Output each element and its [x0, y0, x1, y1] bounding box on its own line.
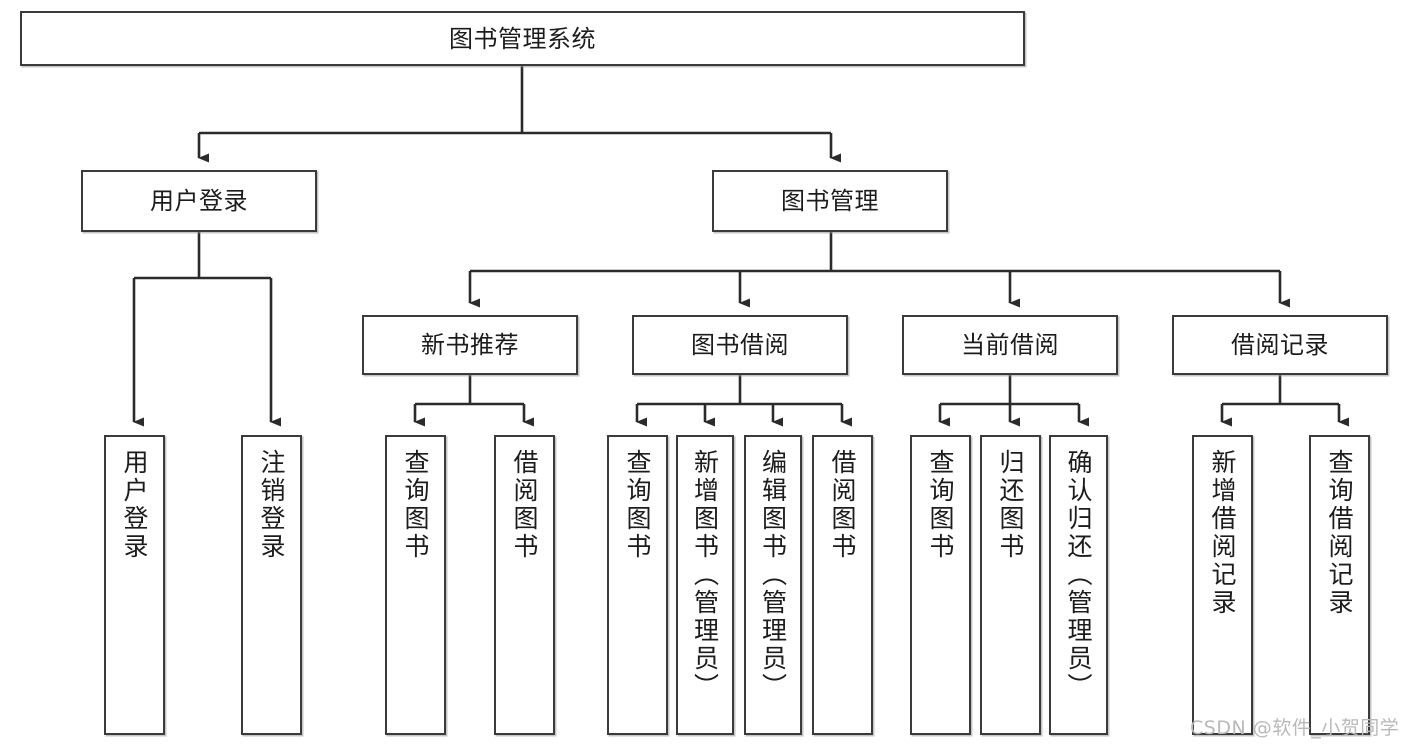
node-label: 用户登录 [120, 449, 149, 561]
node-label: 当前借阅 [961, 331, 1059, 359]
node-label: 借阅图书 [510, 449, 539, 561]
node-leaf-user-login[interactable]: 用户登录 [104, 435, 165, 735]
node-borrow-record[interactable]: 借阅记录 [1172, 315, 1388, 375]
node-label: 新增图书（管理员） [690, 449, 720, 701]
node-leaf-logout-login[interactable]: 注销登录 [241, 435, 302, 735]
node-label: 借阅记录 [1231, 331, 1329, 359]
node-leaf-borrow-book-rec[interactable]: 借阅图书 [494, 435, 555, 735]
node-label: 图书管理 [781, 187, 879, 215]
node-new-book-recommendation[interactable]: 新书推荐 [362, 315, 578, 375]
node-leaf-add-borrow-record[interactable]: 新增借阅记录 [1192, 435, 1253, 735]
node-label: 查询图书 [926, 449, 955, 561]
node-leaf-borrow-book[interactable]: 借阅图书 [812, 435, 873, 735]
node-label: 编辑图书（管理员） [758, 449, 788, 701]
node-label: 注销登录 [257, 449, 286, 561]
node-leaf-confirm-return-admin[interactable]: 确认归还（管理员） [1049, 435, 1108, 735]
node-leaf-add-book-admin[interactable]: 新增图书（管理员） [676, 435, 734, 735]
node-leaf-query-book-rec[interactable]: 查询图书 [385, 435, 446, 735]
node-label: 查询借阅记录 [1325, 449, 1354, 617]
node-user-login[interactable]: 用户登录 [81, 170, 317, 232]
node-label: 查询图书 [623, 449, 652, 561]
node-leaf-edit-book-admin[interactable]: 编辑图书（管理员） [744, 435, 802, 735]
node-label: 归还图书 [996, 449, 1025, 561]
node-current-borrow[interactable]: 当前借阅 [902, 315, 1118, 375]
node-label: 借阅图书 [828, 449, 857, 561]
node-label: 新增借阅记录 [1208, 449, 1237, 617]
node-book-borrow[interactable]: 图书借阅 [632, 315, 848, 375]
node-label: 确认归还（管理员） [1064, 449, 1093, 701]
node-leaf-query-borrow-record[interactable]: 查询借阅记录 [1309, 435, 1370, 735]
node-leaf-return-book[interactable]: 归还图书 [980, 435, 1041, 735]
node-root-system[interactable]: 图书管理系统 [20, 11, 1025, 66]
node-leaf-query-book-current[interactable]: 查询图书 [910, 435, 971, 735]
node-label: 查询图书 [401, 449, 430, 561]
node-label: 图书借阅 [691, 331, 789, 359]
node-label: 用户登录 [150, 187, 248, 215]
node-label: 图书管理系统 [449, 24, 596, 53]
node-leaf-query-book-borrow[interactable]: 查询图书 [607, 435, 668, 735]
node-book-management[interactable]: 图书管理 [712, 170, 948, 232]
node-label: 新书推荐 [421, 331, 519, 359]
